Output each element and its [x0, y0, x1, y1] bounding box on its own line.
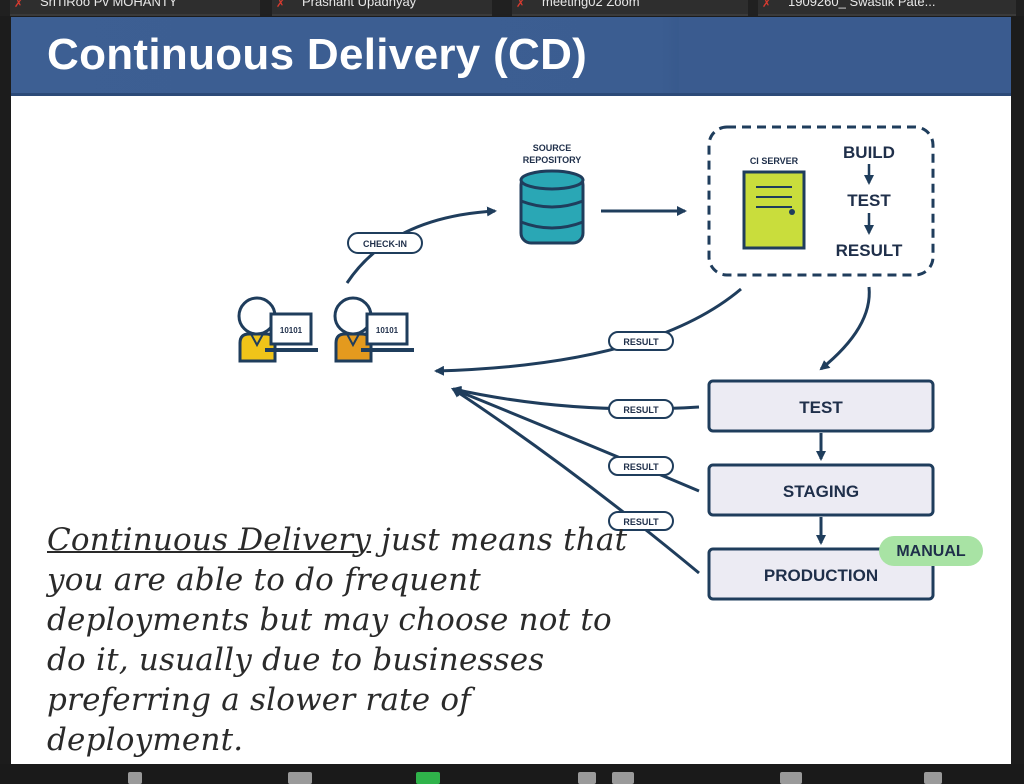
slide-caption: Continuous Delivery just means that you … — [47, 520, 637, 760]
database-icon — [519, 169, 585, 245]
checkin-label: CHECK-IN — [363, 239, 407, 249]
muted-mic-icon: ✗ — [276, 0, 286, 10]
participants-icon[interactable] — [578, 772, 596, 784]
binary-code-label: 10101 — [376, 326, 399, 335]
stage-staging-label: STAGING — [783, 482, 859, 501]
binary-code-label: 10101 — [280, 326, 303, 335]
result-pill-label: RESULT — [623, 337, 659, 347]
result-pill-label: RESULT — [623, 517, 659, 527]
participant-tile[interactable]: ✗ 1909260_ Swastik Pate... — [758, 0, 1016, 16]
meeting-toolbar — [0, 764, 1024, 784]
participant-name: 1909260_ Swastik Pate... — [788, 0, 936, 9]
caption-text: just means that you are able to do frequ… — [47, 522, 628, 758]
result-pill — [608, 511, 674, 531]
stage-test-box — [707, 379, 935, 433]
participant-tile[interactable]: ✗ meeting02 Zoom — [512, 0, 748, 16]
manual-label: MANUAL — [896, 543, 966, 560]
result-pill — [608, 331, 674, 351]
shared-slide: Continuous Delivery (CD) 10101 10101 — [11, 17, 1011, 764]
source-repo-label-2: REPOSITORY — [523, 155, 582, 165]
caption-term: Continuous Delivery — [47, 522, 372, 558]
participant-name: Prashant Upadhyay — [302, 0, 417, 9]
developer-left-icon: 10101 — [237, 296, 318, 363]
security-icon[interactable] — [416, 772, 440, 784]
ci-server-label: CI SERVER — [750, 156, 799, 166]
ci-result-arrow — [434, 287, 742, 376]
stage-test-label: TEST — [799, 398, 843, 417]
stage-staging-box — [707, 463, 935, 517]
muted-mic-icon: ✗ — [14, 0, 24, 10]
result-pill — [608, 399, 674, 419]
ci-server-box — [707, 125, 935, 277]
participant-tile[interactable]: ✗ Prashant Upadhyay — [272, 0, 492, 16]
header-band — [679, 17, 1011, 93]
developer-right-icon: 10101 — [333, 296, 414, 363]
reactions-icon[interactable] — [924, 772, 942, 784]
manual-badge — [879, 536, 983, 566]
participant-tile[interactable]: ✗ SriTiRoo Pv MOHANTY — [10, 0, 260, 16]
participant-name: meeting02 Zoom — [542, 0, 640, 9]
participant-name: SriTiRoo Pv MOHANTY — [40, 0, 178, 9]
participant-strip: ✗ SriTiRoo Pv MOHANTY ✗ Prashant Upadhya… — [0, 0, 1024, 16]
production-result-arrow — [451, 387, 700, 575]
cd-pipeline-diagram: 10101 10101 CHECK-IN SOURCE REPOSITORY C… — [237, 125, 983, 601]
result-pill — [608, 456, 674, 476]
ci-result-label: RESULT — [836, 241, 903, 260]
checkin-pill — [347, 232, 423, 254]
build-label: BUILD — [843, 143, 895, 162]
slide-title: Continuous Delivery (CD) — [47, 30, 588, 79]
stage-production-label: PRODUCTION — [764, 566, 878, 585]
ci-test-label: TEST — [847, 191, 891, 210]
slide-header: Continuous Delivery (CD) — [11, 17, 1011, 96]
server-icon — [742, 170, 806, 250]
result-pill-label: RESULT — [623, 462, 659, 472]
mute-icon[interactable] — [128, 772, 142, 784]
result-pill-label: RESULT — [623, 405, 659, 415]
ci-to-stages-arrow — [819, 286, 871, 371]
chat-icon[interactable] — [612, 772, 634, 784]
muted-mic-icon: ✗ — [516, 0, 526, 10]
share-screen-icon[interactable] — [780, 772, 802, 784]
video-icon[interactable] — [288, 772, 312, 784]
stage-production-box — [707, 547, 935, 601]
staging-result-arrow — [451, 387, 700, 493]
muted-mic-icon: ✗ — [762, 0, 772, 10]
source-repo-label-1: SOURCE — [533, 143, 572, 153]
